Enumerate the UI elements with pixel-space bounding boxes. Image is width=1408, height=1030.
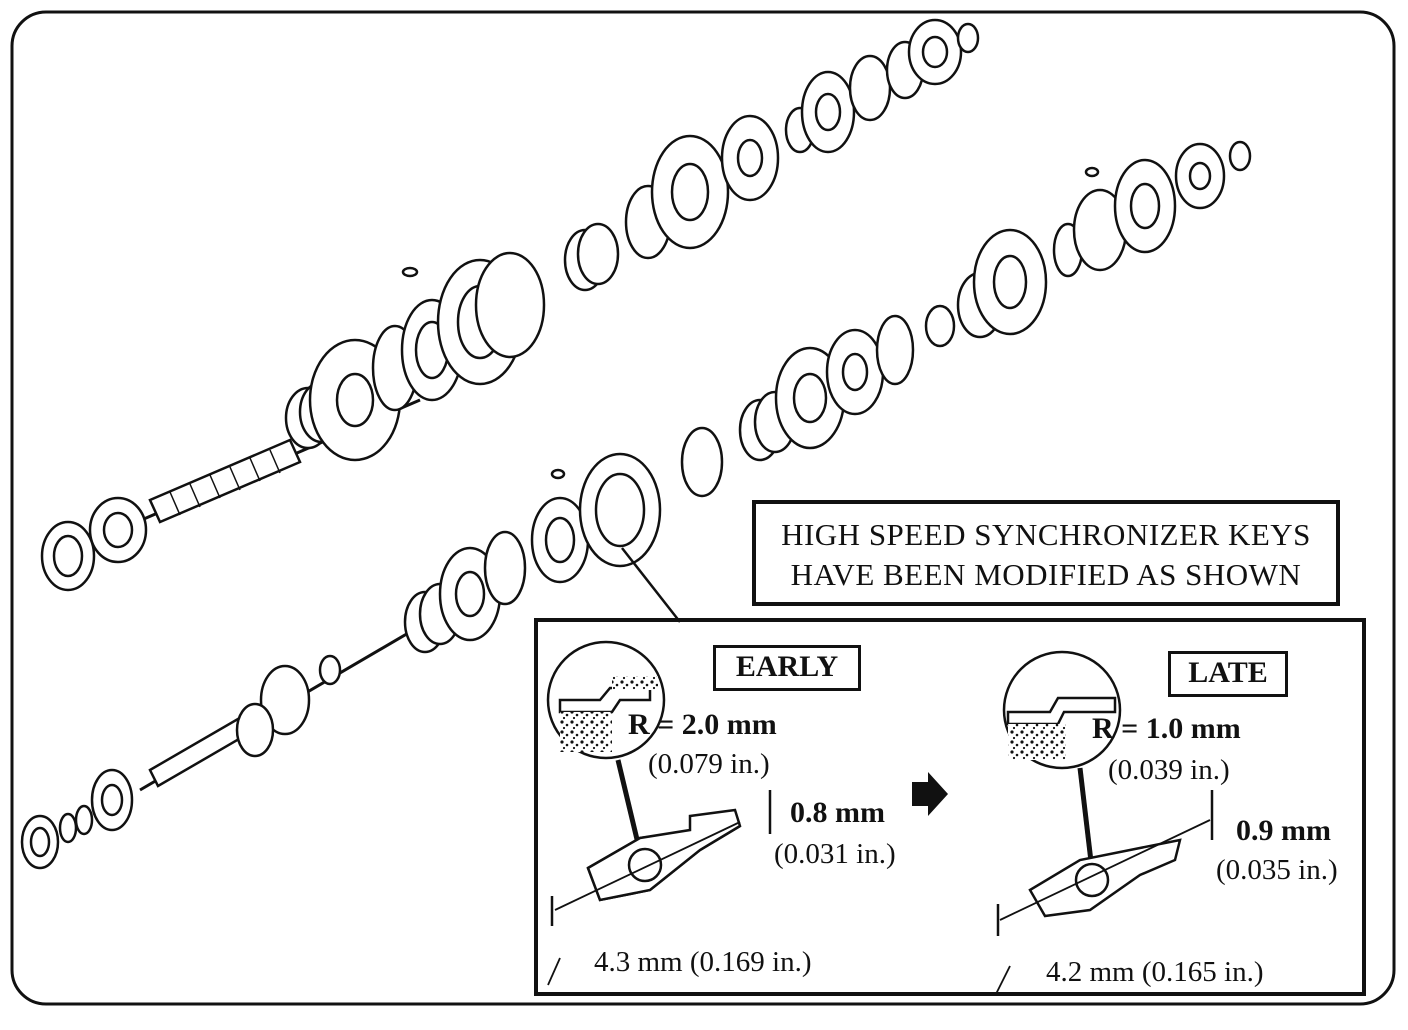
late-width-label: 4.2 mm (0.165 in.) bbox=[1046, 956, 1264, 988]
note-line-1: HIGH SPEED SYNCHRONIZER KEYS bbox=[781, 517, 1311, 552]
early-key-detail bbox=[546, 640, 772, 986]
modification-note: HIGH SPEED SYNCHRONIZER KEYS HAVE BEEN M… bbox=[752, 500, 1340, 606]
lower-shaft-assembly bbox=[20, 140, 1252, 870]
late-radius-inches: (0.039 in.) bbox=[1108, 754, 1230, 786]
late-radius-label: R = 1.0 mm bbox=[1092, 712, 1241, 745]
outer-frame bbox=[10, 10, 1396, 1006]
late-height-inches: (0.035 in.) bbox=[1216, 854, 1338, 886]
arrow-icon bbox=[912, 772, 948, 816]
early-tag: EARLY bbox=[713, 645, 861, 691]
early-height-inches: (0.031 in.) bbox=[774, 838, 896, 870]
early-width-label: 4.3 mm (0.169 in.) bbox=[594, 946, 812, 978]
key-comparison-inset bbox=[534, 618, 1366, 996]
late-key-detail bbox=[995, 650, 1214, 995]
note-line-2: HAVE BEEN MODIFIED AS SHOWN bbox=[790, 557, 1302, 592]
late-tag: LATE bbox=[1168, 651, 1288, 697]
upper-shaft-assembly bbox=[40, 18, 980, 592]
early-radius-label: R = 2.0 mm bbox=[628, 708, 777, 741]
leader-line bbox=[621, 547, 681, 623]
late-height-label: 0.9 mm bbox=[1236, 814, 1331, 847]
early-radius-inches: (0.079 in.) bbox=[648, 748, 770, 780]
early-height-label: 0.8 mm bbox=[790, 796, 885, 829]
